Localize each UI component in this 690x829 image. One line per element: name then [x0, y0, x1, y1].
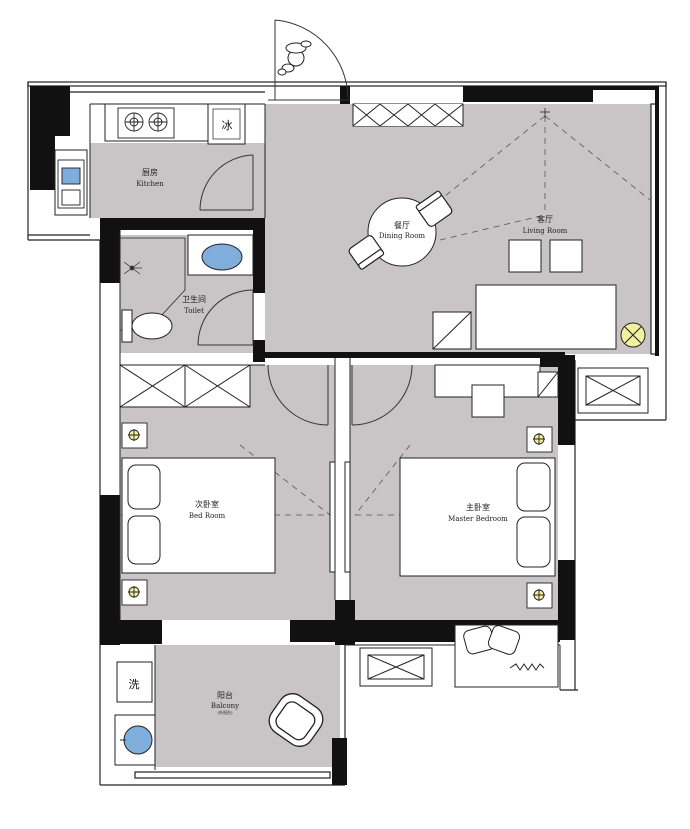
lamp-icon — [121, 422, 148, 606]
kitchen-label-en: Kitchen — [136, 180, 164, 188]
shower-icon — [123, 261, 142, 275]
desk — [434, 364, 559, 418]
living-label-en: Living Room — [523, 227, 568, 235]
bed-icon — [121, 457, 276, 574]
balcony-label-cn: 阳台 — [217, 690, 233, 700]
toilet-fixtures — [119, 234, 254, 343]
person-icon — [277, 40, 312, 76]
sliding-door — [329, 461, 351, 573]
dining-table — [367, 197, 437, 267]
second-label-cn: 次卧室 — [195, 499, 219, 509]
second-label-en: Bed Room — [189, 512, 226, 520]
fridge-glyph: 冰 — [222, 119, 233, 132]
wardrobe-left — [119, 364, 251, 408]
bedroom-door — [267, 364, 329, 426]
washer-glyph: 洗 — [129, 678, 140, 691]
fridge: 冰 — [207, 103, 246, 145]
kitchen-label-cn: 厨房 — [142, 167, 158, 177]
armchair-icon — [268, 693, 324, 747]
lamp-top — [540, 108, 550, 118]
entry-door — [268, 19, 350, 101]
kitchen-floor — [90, 143, 265, 218]
master-label-en: Master Bedroom — [448, 515, 508, 523]
ac-unit — [577, 367, 649, 414]
dining-label-cn: 餐厅 — [394, 221, 410, 230]
sink-icon — [57, 159, 85, 209]
storage-cabinet — [359, 647, 433, 687]
master-lamps — [526, 426, 553, 609]
living-label-cn: 客厅 — [537, 214, 553, 224]
sofa — [432, 284, 617, 350]
balcony-label-en: Balcony — [211, 702, 239, 710]
balcony-basin — [114, 714, 156, 766]
master-label-cn: 主卧室 — [466, 502, 490, 512]
plant-icon — [620, 322, 646, 348]
dining-label-en: Dining Room — [379, 232, 426, 240]
bay-window — [454, 624, 559, 688]
toilet-icon — [121, 309, 173, 343]
master-door — [351, 364, 413, 426]
dining-chairs — [348, 190, 453, 270]
toilet-door — [197, 289, 254, 346]
washer: 洗 — [116, 661, 153, 703]
kitchen-door — [199, 154, 254, 211]
balcony-label-sub: (外阳台) — [217, 709, 233, 715]
master-bed — [399, 457, 556, 577]
basin-icon — [201, 243, 243, 271]
toilet-label-cn: 卫生间 — [182, 294, 206, 304]
toilet-label-en: Toilet — [184, 307, 204, 315]
stove-icon — [117, 107, 175, 139]
ottomans — [508, 239, 583, 273]
tv-cabinet — [352, 103, 464, 127]
